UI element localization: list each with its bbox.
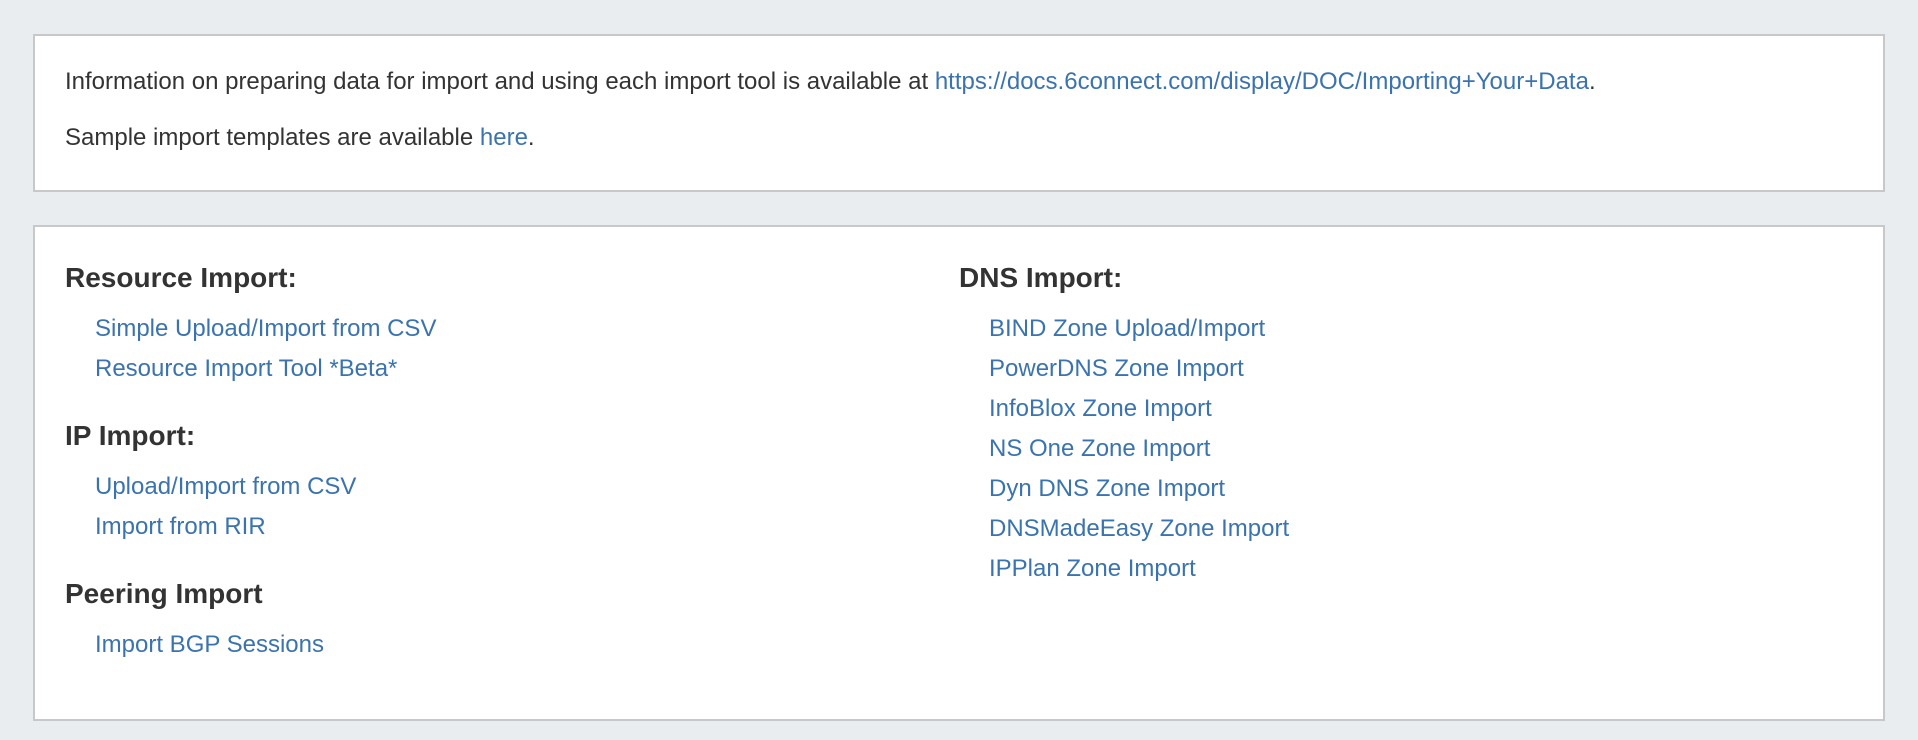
section-resource-import: Resource Import: Simple Upload/Import fr… (65, 261, 959, 389)
link-import-bgp-sessions[interactable]: Import BGP Sessions (95, 631, 324, 658)
link-infoblox-zone-import[interactable]: InfoBlox Zone Import (989, 395, 1212, 422)
link-ipplan-zone-import[interactable]: IPPlan Zone Import (989, 555, 1196, 582)
info-line-2-period: . (527, 124, 535, 151)
link-bind-zone-upload-import[interactable]: BIND Zone Upload/Import (989, 315, 1266, 342)
section-ip-import: IP Import: Upload/Import from CSV Import… (65, 419, 959, 547)
docs-url-link[interactable]: https://docs.6connect.com/display/DOC/Im… (934, 68, 1589, 95)
link-simple-upload-import-from-csv[interactable]: Simple Upload/Import from CSV (95, 315, 437, 342)
import-box: Resource Import: Simple Upload/Import fr… (33, 225, 1885, 721)
resource-import-heading: Resource Import: (65, 262, 297, 293)
link-powerdns-zone-import[interactable]: PowerDNS Zone Import (989, 355, 1244, 382)
dns-import-links: BIND Zone Upload/Import PowerDNS Zone Im… (989, 309, 1853, 589)
section-peering-import: Peering Import Import BGP Sessions (65, 577, 959, 665)
link-dnsmadeeasy-zone-import[interactable]: DNSMadeEasy Zone Import (989, 515, 1290, 542)
info-line-1: Information on preparing data for import… (65, 66, 1853, 98)
link-ns-one-zone-import[interactable]: NS One Zone Import (989, 435, 1211, 462)
dns-import-heading: DNS Import: (959, 262, 1123, 293)
ip-import-heading: IP Import: (65, 420, 196, 451)
info-line-1-text: Information on preparing data for import… (65, 68, 935, 95)
info-line-1-period: . (1588, 68, 1596, 95)
info-line-2-text: Sample import templates are available (65, 124, 480, 151)
templates-here-link[interactable]: here (479, 124, 528, 151)
import-column-right: DNS Import: BIND Zone Upload/Import Powe… (959, 261, 1853, 665)
link-import-from-rir[interactable]: Import from RIR (95, 513, 266, 540)
info-line-2: Sample import templates are available he… (65, 122, 1853, 154)
link-dyn-dns-zone-import[interactable]: Dyn DNS Zone Import (989, 475, 1226, 502)
info-box: Information on preparing data for import… (33, 34, 1885, 192)
import-column-left: Resource Import: Simple Upload/Import fr… (65, 261, 959, 665)
section-dns-import: DNS Import: BIND Zone Upload/Import Powe… (959, 261, 1853, 589)
resource-import-links: Simple Upload/Import from CSV Resource I… (95, 309, 959, 389)
peering-import-heading: Peering Import (65, 578, 263, 609)
link-upload-import-from-csv[interactable]: Upload/Import from CSV (95, 473, 357, 500)
ip-import-links: Upload/Import from CSV Import from RIR (95, 467, 959, 547)
link-resource-import-tool-beta[interactable]: Resource Import Tool *Beta* (95, 355, 398, 382)
peering-import-links: Import BGP Sessions (95, 625, 959, 665)
